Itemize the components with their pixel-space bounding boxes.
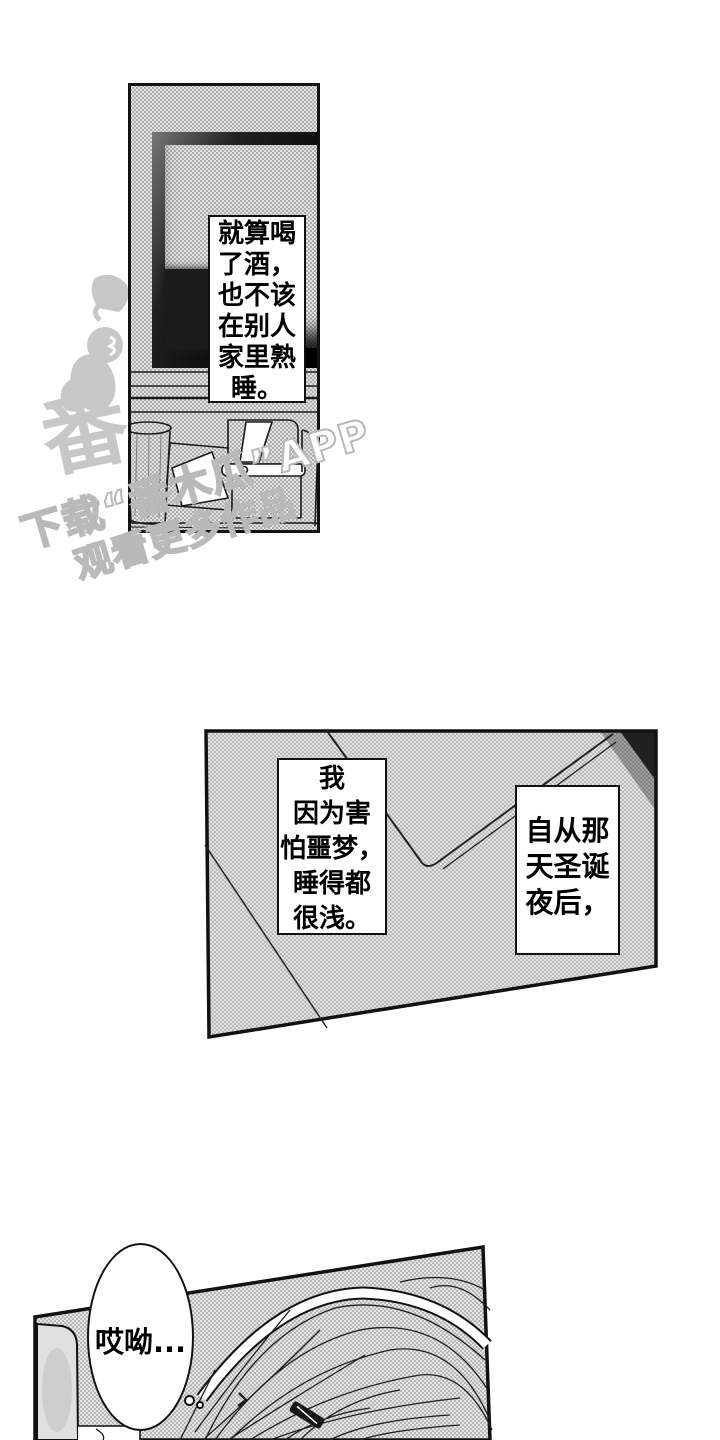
caption-line: 也不该 bbox=[217, 281, 296, 311]
papaya-app-logo: 番 bbox=[33, 268, 138, 508]
picture-shadow bbox=[165, 269, 212, 349]
thought-bubble: 哎呦... bbox=[87, 1243, 194, 1431]
caption-box-drunk: 就算喝 了酒， 也不该 在别人 家里熟 睡。 bbox=[208, 215, 306, 404]
caption-line: 很浅。 bbox=[292, 904, 371, 934]
hair-tuft bbox=[237, 1392, 248, 1407]
caption-line: 睡得都 bbox=[292, 869, 371, 899]
bubble-text: 哎呦... bbox=[94, 1325, 187, 1359]
bubble-tail-dot bbox=[184, 1395, 195, 1406]
caption-line: 家里熟 bbox=[217, 343, 296, 373]
caption-line: 就算喝 bbox=[217, 219, 296, 249]
caption-line: 怕噩梦， bbox=[279, 834, 384, 864]
caption-line: 夜后， bbox=[525, 886, 610, 919]
caption-line: 在别人 bbox=[217, 312, 296, 342]
couch bbox=[36, 1322, 141, 1440]
logo-character: 番 bbox=[32, 375, 138, 491]
bubble-tail-dot bbox=[196, 1401, 204, 1409]
hair-strands bbox=[179, 1276, 493, 1440]
caption-line: 自从那 bbox=[525, 814, 610, 847]
papaya-mascot-icon bbox=[60, 274, 129, 412]
caption-line: 了酒， bbox=[217, 250, 296, 280]
caption-box-christmas: 自从那 天圣诞 夜后， bbox=[515, 785, 620, 955]
hair-clip bbox=[289, 1401, 325, 1429]
caption-box-nightmare: 我 因为害 怕噩梦， 睡得都 很浅。 bbox=[277, 758, 387, 935]
caption-line: 睡。 bbox=[230, 374, 283, 404]
caption-line: 天圣诞 bbox=[525, 850, 610, 883]
caption-line: 因为害 bbox=[292, 799, 371, 829]
caption-line: 我 bbox=[318, 764, 345, 794]
